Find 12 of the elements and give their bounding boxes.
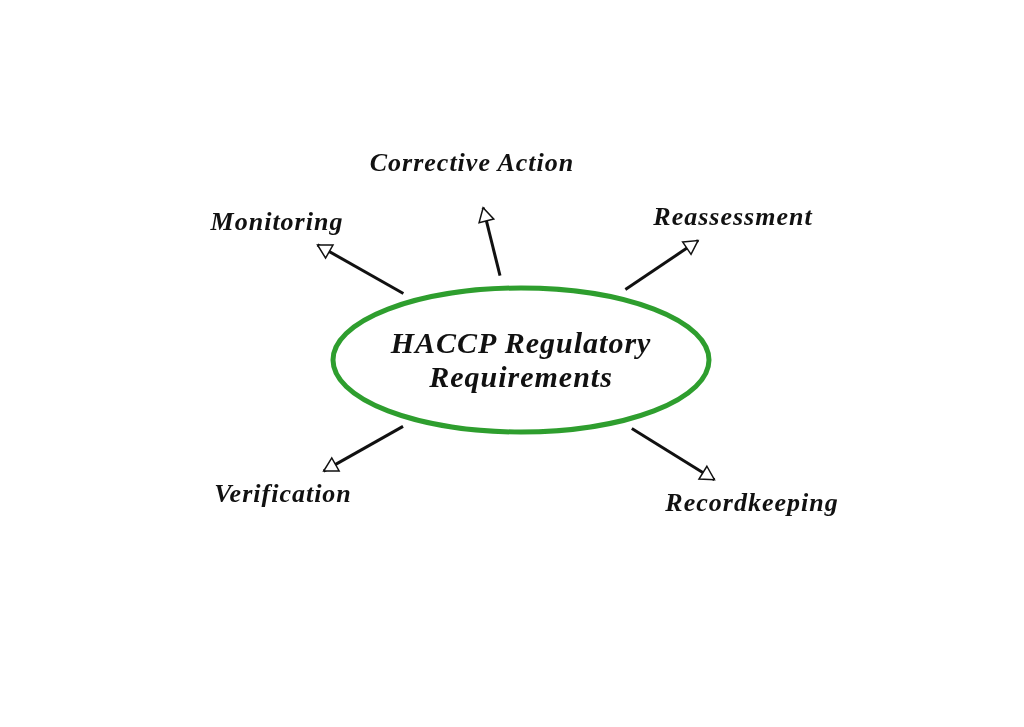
topic-label: Verification: [214, 479, 352, 509]
topic-label: Monitoring: [210, 207, 344, 237]
arrow: [322, 425, 404, 473]
arrow: [478, 206, 502, 276]
arrow: [624, 239, 699, 291]
topic-label: Corrective Action: [369, 148, 575, 178]
topic-label: Reassessment: [653, 202, 813, 232]
center-title: HACCP Regulatory Requirements: [389, 325, 653, 395]
ellipse-outline: [330, 285, 712, 435]
arrow: [631, 427, 716, 481]
arrow: [316, 243, 405, 295]
topic-label: Recordkeeping: [665, 488, 839, 518]
